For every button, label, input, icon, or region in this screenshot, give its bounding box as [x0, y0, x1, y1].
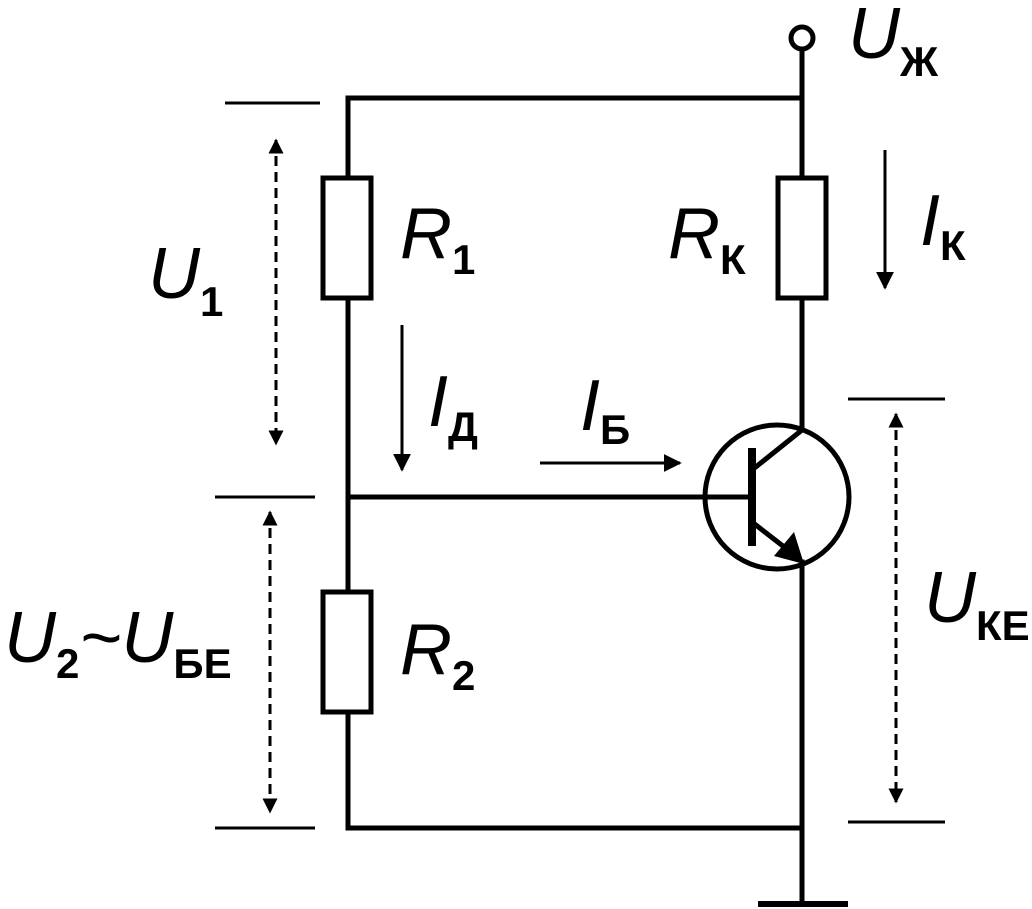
- id-label: IД: [428, 362, 478, 450]
- rk-label: RК: [668, 194, 746, 283]
- u1-label: U1: [148, 234, 223, 325]
- transistor-collector-lead: [748, 426, 806, 474]
- transistor-emitter-lead: [748, 518, 792, 554]
- uke-label: UКЕ: [924, 558, 1030, 649]
- resistor-r2: [320, 589, 374, 715]
- resistor-rk: [775, 175, 829, 301]
- emitter-arrow-icon: [774, 532, 804, 564]
- transistor-body: [702, 422, 852, 572]
- r1-label: R1: [400, 194, 475, 283]
- r2-label: R2: [400, 610, 475, 699]
- ib-label: IБ: [580, 366, 630, 453]
- u2-ube-label: U2~UБЕ: [4, 598, 232, 687]
- ik-label: IК: [920, 181, 966, 269]
- resistor-r1: [320, 175, 374, 301]
- supply-voltage-label: UЖ: [848, 0, 939, 85]
- supply-terminal: [788, 24, 816, 52]
